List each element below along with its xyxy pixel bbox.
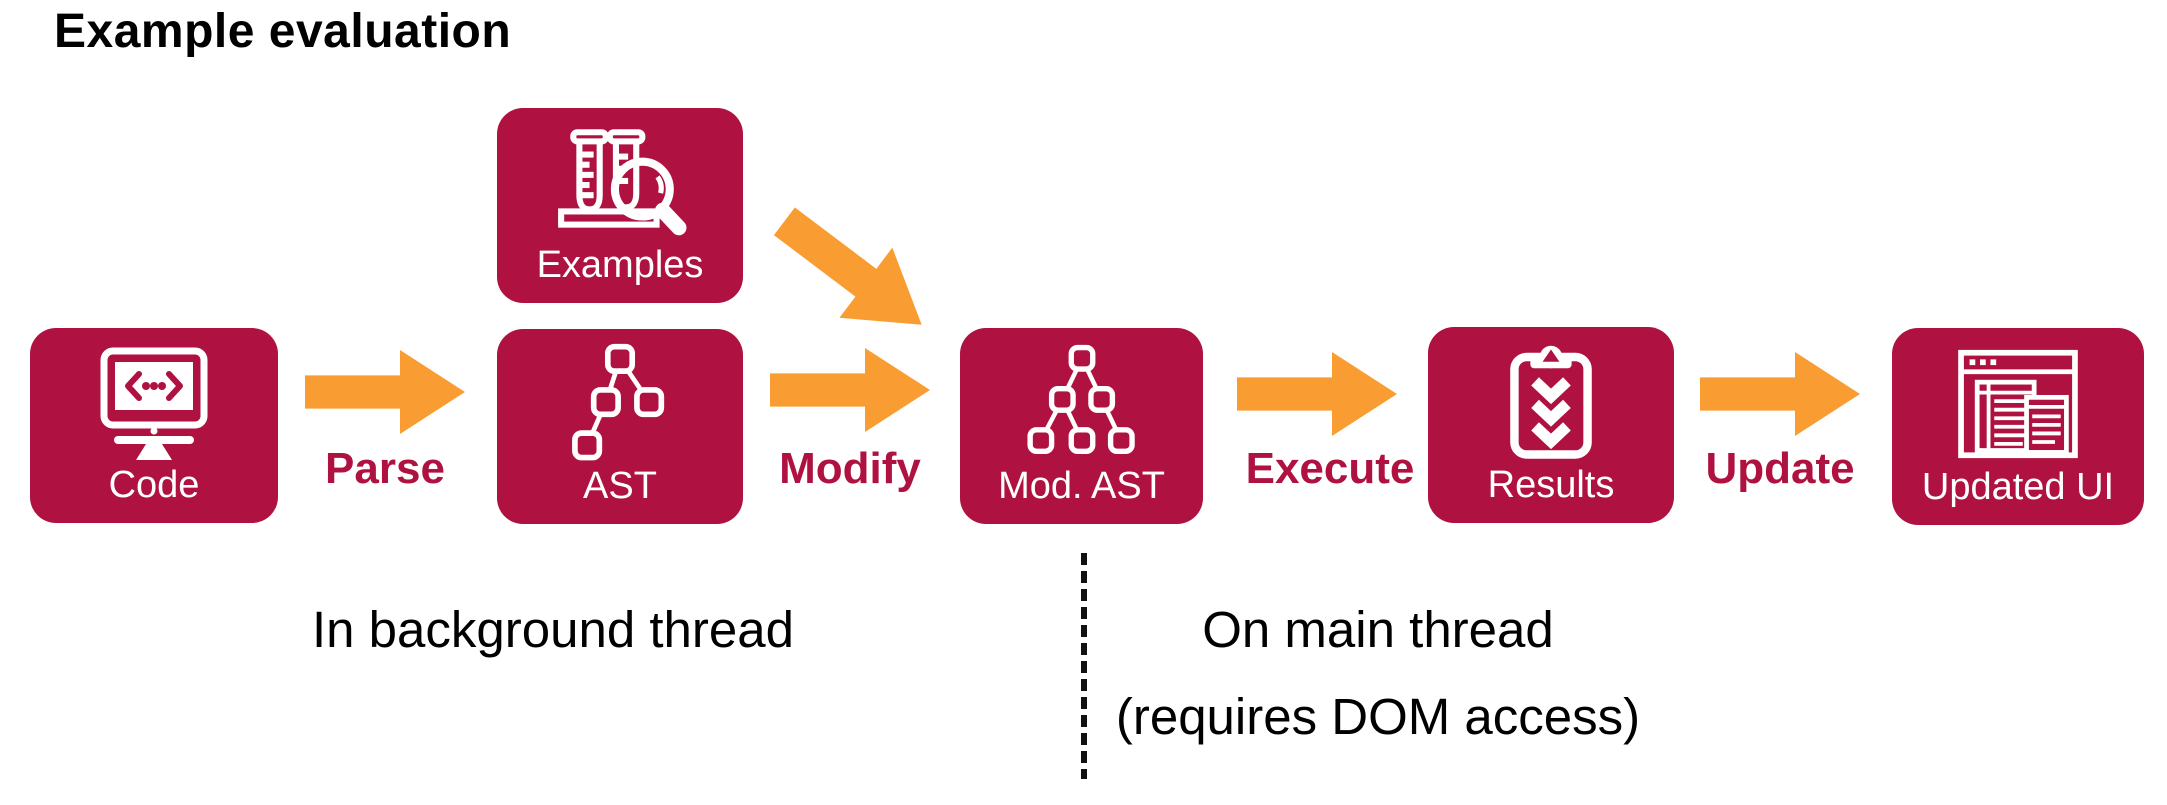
parse-label: Parse: [325, 444, 445, 493]
update-arrow: [1700, 351, 1860, 437]
thread-boundary-divider: [1081, 553, 1087, 779]
node-results: Results: [1428, 327, 1674, 523]
execute-label: Execute: [1245, 444, 1415, 493]
browser-window-icon: [1900, 340, 2136, 467]
node-label: Results: [1487, 464, 1615, 507]
background-thread-annotation: In background thread: [311, 601, 794, 658]
node-examples: Examples: [497, 108, 743, 303]
main-thread-annotation: On main thread (requires DOM access): [1078, 586, 1678, 760]
main-thread-line2: (requires DOM access): [1115, 688, 1641, 745]
modify-label: Modify: [779, 444, 921, 493]
modified-ast-tree-icon: [968, 340, 1195, 466]
node-label: AST: [583, 465, 657, 508]
update-label: Update: [1705, 444, 1855, 493]
node-label: Code: [108, 464, 200, 507]
node-label: Examples: [536, 244, 704, 287]
node-label: Updated UI: [1921, 466, 2115, 509]
ast-tree-icon: [505, 341, 735, 466]
main-thread-line1: On main thread: [1202, 601, 1554, 658]
node-label: Mod. AST: [998, 465, 1165, 508]
execute-arrow: [1237, 351, 1397, 437]
node-updated-ui: Updated UI: [1892, 328, 2144, 525]
code-monitor-icon: [38, 340, 270, 465]
node-ast: AST: [497, 329, 743, 524]
page-title: Example evaluation: [54, 5, 512, 58]
node-code: Code: [30, 328, 278, 523]
modify-arrow: [770, 347, 930, 433]
parse-arrow: [305, 349, 465, 435]
examples-to-mod-ast-arrow: [773, 207, 922, 325]
clipboard-checklist-icon: [1436, 339, 1666, 465]
test-tubes-magnifier-icon: [505, 120, 735, 245]
node-mod-ast: Mod. AST: [960, 328, 1203, 524]
